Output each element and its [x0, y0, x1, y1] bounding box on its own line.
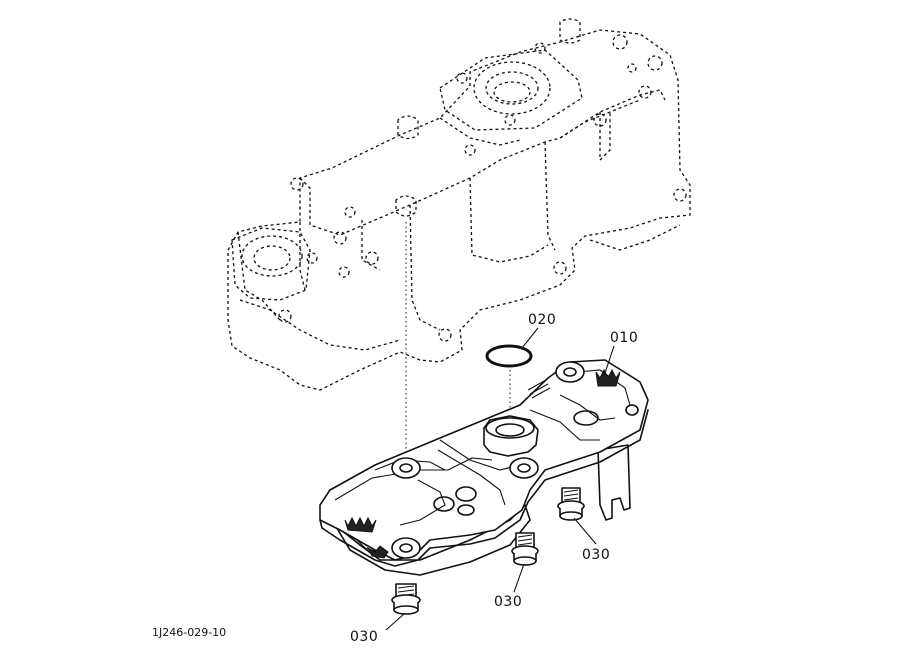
diagram-code: 1J246-029-10: [152, 626, 226, 639]
leader-line-030-right: [573, 517, 597, 545]
o-ring-part: [485, 344, 533, 368]
part-label-020: 020: [528, 312, 556, 328]
leader-line-030-left: [385, 613, 405, 631]
leader-line-010: [603, 345, 615, 377]
leader-line-020: [521, 327, 539, 349]
bolt-part-lower-middle: [511, 532, 539, 566]
part-label-010: 010: [610, 330, 638, 346]
upper-housing: [227, 18, 691, 391]
part-label-030-middle: 030: [494, 594, 522, 610]
valve-plate-part: [319, 359, 649, 576]
bolt-part-right: [557, 487, 585, 521]
bolt-part-lower-left: [391, 583, 421, 615]
part-label-030-left: 030: [350, 629, 378, 645]
leader-line-030-middle: [513, 563, 525, 593]
part-label-030-right: 030: [582, 547, 610, 563]
